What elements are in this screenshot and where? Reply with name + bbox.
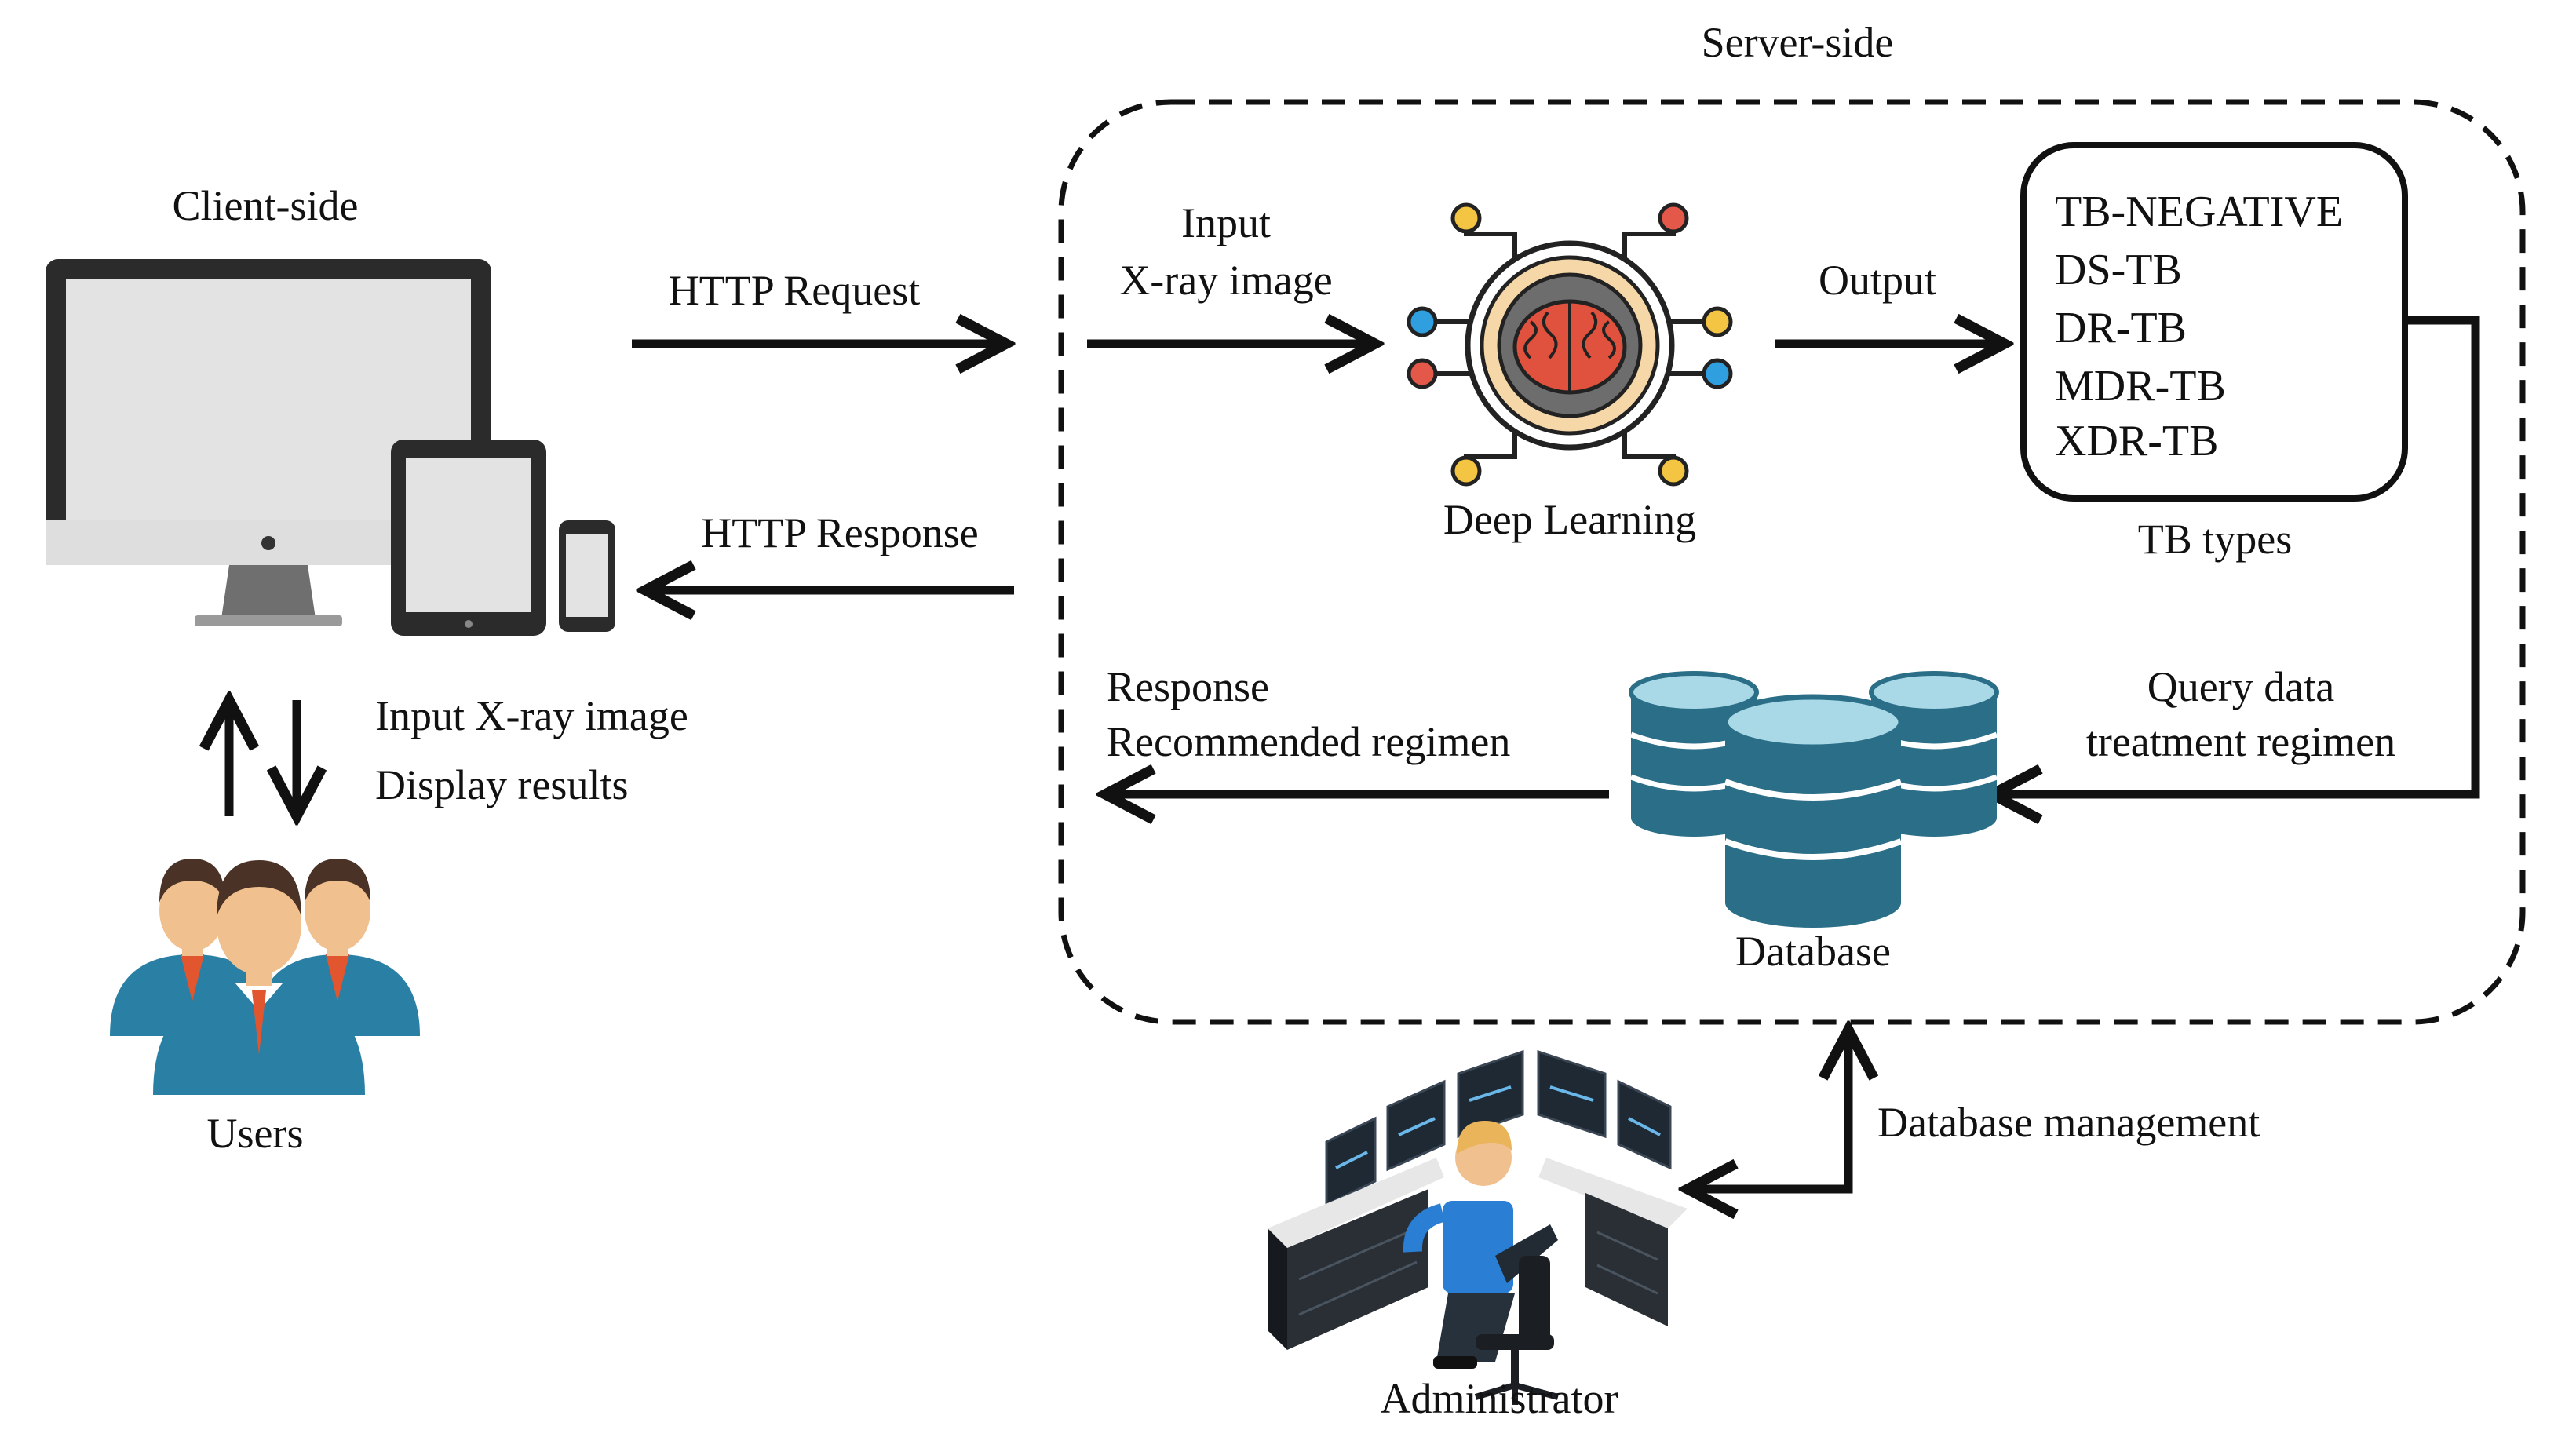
users-group-icon (110, 859, 420, 1095)
desktop-tablet-phone-icon (46, 259, 615, 636)
tb-type-item: DS-TB (2055, 246, 2182, 294)
database-cylinder-center (1722, 694, 1904, 928)
server-side-title: Server-side (1702, 19, 1894, 66)
admin-workstation-icon (1268, 1049, 1688, 1405)
query-arrow (1992, 316, 2480, 794)
http-response-label: HTTP Response (701, 509, 978, 556)
tb-types-list: TB-NEGATIVE DS-TB DR-TB MDR-TB XDR-TB (2055, 188, 2343, 465)
input-label-line1: Input (1181, 199, 1271, 246)
user-action-line2: Display results (375, 761, 628, 808)
deep-learning-label: Deep Learning (1443, 496, 1696, 543)
database-cylinders-icon (1629, 671, 1999, 928)
database-management-label: Database management (1877, 1099, 2260, 1146)
client-side-title: Client-side (173, 182, 359, 229)
tb-type-item: XDR-TB (2055, 417, 2218, 465)
user-figure-center (153, 860, 365, 1095)
administrator-label: Administrator (1381, 1375, 1618, 1422)
chair (1474, 1256, 1560, 1405)
query-label-line1: Query data (2147, 663, 2334, 710)
tablet (391, 440, 546, 636)
http-request-label: HTTP Request (669, 267, 920, 314)
tb-types-label: TB types (2138, 516, 2293, 563)
desk (1268, 1158, 1688, 1350)
users-label: Users (207, 1110, 304, 1157)
tb-type-item: DR-TB (2055, 304, 2187, 352)
brain-circuit-icon (1407, 202, 1733, 487)
output-label: Output (1819, 257, 1936, 304)
tb-type-item: TB-NEGATIVE (2055, 188, 2343, 236)
query-label-line2: treatment regimen (2086, 718, 2395, 765)
response-label-line2: Recommended regimen (1107, 718, 1510, 765)
user-action-line1: Input X-ray image (375, 692, 688, 739)
input-label-line2: X-ray image (1119, 257, 1332, 304)
phone (559, 520, 615, 632)
database-management-arrow (1688, 1030, 1848, 1189)
database-label: Database (1735, 928, 1891, 975)
tb-type-item: MDR-TB (2055, 362, 2226, 410)
admin-person (1403, 1121, 1558, 1369)
response-label-line1: Response (1107, 663, 1269, 710)
